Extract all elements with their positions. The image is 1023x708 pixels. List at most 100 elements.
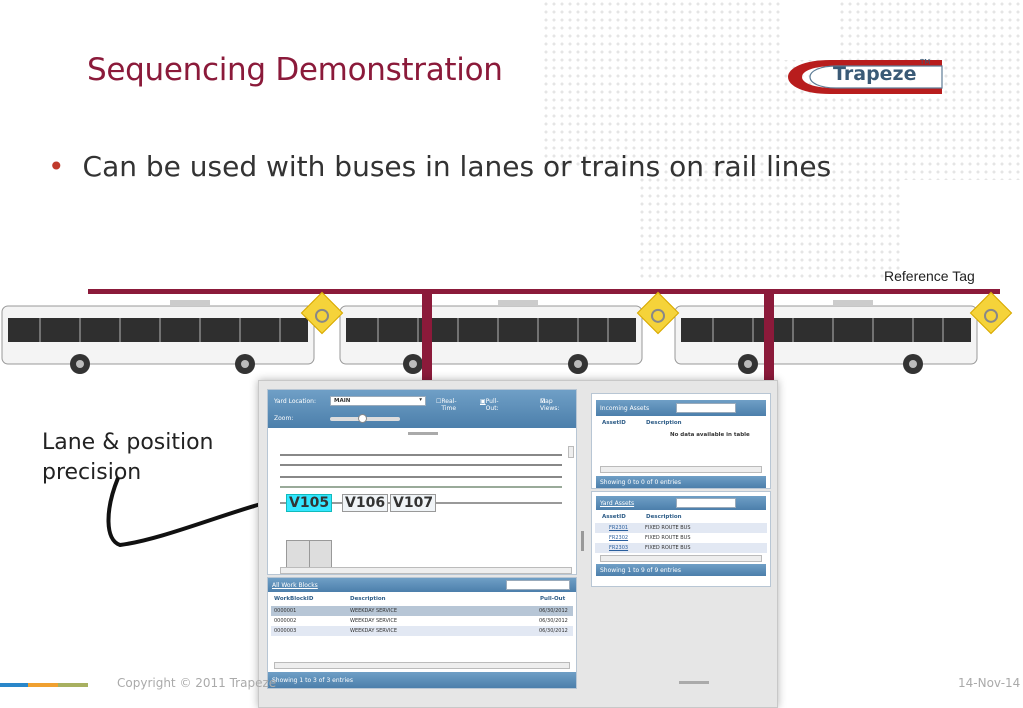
table-row[interactable]: FR2303 FIXED ROUTE BUS [595,543,767,553]
column-header[interactable]: Description [646,514,682,520]
lane-position-label: Lane & position precision [42,428,214,488]
cell: 06/30/2012 [539,628,568,634]
trapeze-logo [788,60,943,94]
column-header[interactable]: Description [350,596,386,602]
lane-label-line: Lane & position [42,430,214,455]
yard-toolbar: Yard Location: MAIN ▾ ☐ Real-Time ▣ Pull… [268,390,576,428]
cell: 0000003 [274,628,297,634]
realtime-label: Real-Time [441,398,457,412]
cell: 06/30/2012 [539,608,568,614]
yard-location-value: MAIN [334,398,351,404]
lane-line [280,486,562,488]
map-mask [470,0,540,280]
yard-location-label: Yard Location: [274,398,316,405]
yard-map-panel: Yard Location: MAIN ▾ ☐ Real-Time ▣ Pull… [267,389,577,575]
horizontal-scrollbar[interactable] [600,466,762,473]
map-mask [540,170,640,280]
lane-post [422,289,432,394]
yard-assets-panel: Yard Assets AssetID Description FR2301 F… [591,491,771,587]
bus-image [674,300,978,374]
resize-grip[interactable] [408,432,438,435]
entries-summary: Showing 0 to 0 of 0 entries [600,479,681,486]
vertical-scrollbar[interactable] [568,446,574,458]
cell: 0000001 [274,608,297,614]
footer-color-bars [0,683,88,687]
work-blocks-footer: Showing 1 to 3 of 3 entries [268,672,576,688]
work-blocks-search[interactable] [506,580,570,590]
work-blocks-title[interactable]: All Work Blocks [272,582,318,589]
slide-title: Sequencing Demonstration [87,52,503,88]
column-header[interactable]: Pull-Out [540,596,566,602]
zoom-label: Zoom: [274,415,294,422]
table-row[interactable]: 0000001 WEEKDAY SERVICE 06/30/2012 [271,606,573,616]
splitter-handle[interactable] [581,531,584,551]
table-row[interactable]: 0000003 WEEKDAY SERVICE 06/30/2012 [271,626,573,636]
yard-location-select[interactable]: MAIN ▾ [330,396,426,406]
lane-label-line: precision [42,460,142,485]
cell: WEEKDAY SERVICE [350,628,398,634]
column-header[interactable]: AssetID [602,420,626,426]
map-mask [900,180,1023,280]
asset-link[interactable]: FR2302 [609,535,629,541]
work-blocks-header: All Work Blocks [268,578,576,592]
yard-management-app: Yard Location: MAIN ▾ ☐ Real-Time ▣ Pull… [258,380,778,708]
zoom-slider[interactable] [330,414,400,423]
cell: 0000002 [274,618,297,624]
realtime-checkbox[interactable]: ☐ Real-Time [436,398,457,412]
table-row[interactable]: FR2301 FIXED ROUTE BUS [595,523,767,533]
bus-image [1,300,315,374]
bullet-dot: • [48,150,65,183]
map-views-toggle[interactable]: Map Views: ☑ [540,398,560,412]
cell: FIXED ROUTE BUS [645,535,691,541]
zoom-slider-handle[interactable] [358,414,367,423]
table-row[interactable]: 0000002 WEEKDAY SERVICE 06/30/2012 [271,616,573,626]
pullout-link[interactable]: ▣ Pull-Out: [480,398,499,412]
bus-image [339,300,643,374]
incoming-assets-panel: Incoming Assets AssetID Description No d… [591,393,771,489]
empty-table-message: No data available in table [670,432,750,438]
column-header[interactable]: WorkBlockID [274,596,314,602]
incoming-assets-search[interactable] [676,403,736,413]
lane-line [280,454,562,456]
resize-grip[interactable] [679,681,709,684]
cell: WEEKDAY SERVICE [350,608,398,614]
column-header[interactable]: AssetID [602,514,626,520]
logo-trademark: TM [920,58,931,66]
asset-link[interactable]: FR2303 [609,545,629,551]
map-views-label: Map Views: [540,398,560,412]
pullout-label: Pull-Out: [485,398,499,412]
cell: FIXED ROUTE BUS [645,545,691,551]
incoming-assets-footer: Showing 0 to 0 of 0 entries [596,476,766,488]
bullet-text: Can be used with buses in lanes or train… [82,150,832,183]
bullet-point: • Can be used with buses in lanes or trai… [48,150,831,183]
vehicle-tag[interactable]: V105 [286,494,333,512]
table-row[interactable]: FR2302 FIXED ROUTE BUS [595,533,767,543]
column-header[interactable]: Description [646,420,682,426]
reference-line [88,289,1000,294]
horizontal-scrollbar[interactable] [274,662,570,669]
chevron-down-icon: ▾ [419,397,422,403]
entries-summary: Showing 1 to 3 of 3 entries [272,677,353,684]
horizontal-scrollbar[interactable] [280,567,572,574]
asset-link[interactable]: FR2301 [609,525,629,531]
yard-assets-footer: Showing 1 to 9 of 9 entries [596,564,766,576]
slide-date: 14-Nov-14 [958,676,1021,690]
yard-assets-header: Yard Assets [596,496,766,510]
reference-tag-label: Reference Tag [884,268,975,284]
entries-summary: Showing 1 to 9 of 9 entries [600,567,681,574]
yard-assets-title[interactable]: Yard Assets [600,500,635,507]
incoming-assets-header: Incoming Assets [596,400,766,416]
vehicle-tag[interactable]: V107 [390,494,437,512]
horizontal-scrollbar[interactable] [600,555,762,562]
incoming-assets-title: Incoming Assets [600,405,650,412]
lane-line [280,464,562,466]
yard-assets-search[interactable] [676,498,736,508]
work-blocks-panel: All Work Blocks WorkBlockID Description … [267,577,577,689]
vehicle-tag[interactable]: V106 [342,494,389,512]
cell: 06/30/2012 [539,618,568,624]
logo-text: Trapeze [833,63,917,85]
map-mask [780,0,840,60]
lane-post [764,289,774,394]
cell: WEEKDAY SERVICE [350,618,398,624]
cell: FIXED ROUTE BUS [645,525,691,531]
